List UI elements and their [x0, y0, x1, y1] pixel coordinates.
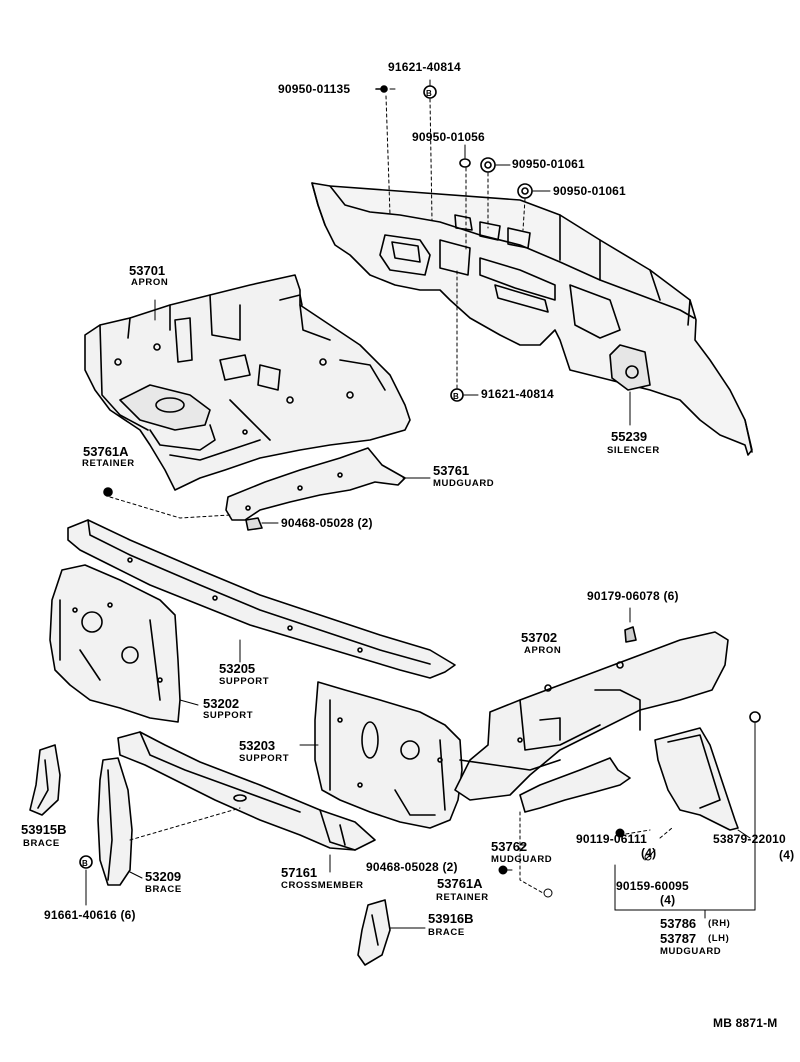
name-53702: APRON: [524, 645, 562, 656]
brace-53209: [97, 757, 133, 886]
mudguard-53762: [519, 757, 631, 813]
name-53701: APRON: [131, 277, 169, 288]
label-90119-06111: 90119-06111: [576, 832, 647, 846]
label-53203: 53203: [239, 738, 276, 753]
label-90950-01061-b: 90950-01061: [553, 184, 626, 198]
label-91661-40616: 91661-40616 (6): [44, 908, 136, 922]
brace-53209-leaders: [85, 807, 241, 906]
label-53915B: 53915B: [21, 822, 67, 837]
name-53915B: BRACE: [23, 838, 60, 849]
side-53787: (LH): [708, 933, 730, 944]
apron-53702: [454, 631, 729, 801]
mid-leaders: [109, 299, 431, 524]
top-fasteners: B B: [375, 85, 533, 402]
svg-text:B: B: [82, 859, 88, 868]
top-leaders: [385, 79, 631, 426]
label-53786: 53786: [660, 916, 697, 931]
label-53787: 53787: [660, 931, 697, 946]
name-5378x: MUDGUARD: [660, 946, 722, 957]
name-53916B: BRACE: [428, 927, 465, 938]
crossmember-57161: [117, 731, 376, 851]
label-90950-01061-a: 90950-01061: [512, 157, 585, 171]
label-90159-60095: 90159-60095: [616, 879, 689, 893]
name-55239: SILENCER: [607, 445, 660, 456]
label-53702: 53702: [521, 630, 558, 645]
name-57161: CROSSMEMBER: [281, 880, 364, 891]
brace-53916B: [357, 899, 391, 966]
label-53761A-top: 53761A: [83, 444, 129, 459]
qty-90159-60095: (4): [660, 893, 676, 907]
label-53762: 53762: [491, 839, 528, 854]
name-53205: SUPPORT: [219, 676, 270, 687]
label-53701: 53701: [129, 263, 166, 278]
label-53879-22010: 53879-22010: [713, 832, 786, 846]
label-90468-05028-top: 90468-05028 (2): [281, 516, 373, 530]
lower-right-leaders: [614, 722, 756, 919]
name-53203: SUPPORT: [239, 753, 290, 764]
right-fasteners: [624, 607, 637, 643]
name-53761: MUDGUARD: [433, 478, 495, 489]
label-53209: 53209: [145, 869, 182, 884]
top-retainers: [103, 487, 263, 531]
side-53786: (RH): [708, 918, 731, 929]
label-55239: 55239: [611, 429, 648, 444]
mudguard-5378x: [654, 711, 761, 831]
svg-text:B: B: [426, 89, 432, 98]
name-53209: BRACE: [145, 884, 182, 895]
label-53202: 53202: [203, 696, 240, 711]
apron-53701: [84, 274, 411, 491]
label-53761: 53761: [433, 463, 470, 478]
label-91621-40814-mid: 91621-40814: [481, 387, 554, 401]
support-53202: [49, 564, 181, 723]
label-53916B: 53916B: [428, 911, 474, 926]
label-53761A-bot: 53761A: [437, 876, 483, 891]
name-53761A-bot: RETAINER: [436, 892, 489, 903]
leader-53202: [179, 699, 199, 706]
bolt-91661: B: [79, 855, 93, 869]
label-90950-01135: 90950-01135: [278, 82, 351, 96]
diagram-code: MB 8871-M: [713, 1016, 778, 1030]
name-53762: MUDGUARD: [491, 854, 553, 865]
label-57161: 57161: [281, 865, 318, 880]
svg-text:B: B: [453, 392, 459, 401]
qty-90119-06111: (4): [641, 846, 657, 860]
dash-silencer-panel: [311, 182, 753, 456]
name-53202: SUPPORT: [203, 710, 254, 721]
name-53761A-top: RETAINER: [82, 458, 135, 469]
label-53205: 53205: [219, 661, 256, 676]
brace-53915B: [29, 744, 61, 816]
support-53203: [314, 681, 463, 829]
label-91621-40814-top: 91621-40814: [388, 60, 461, 74]
label-90468-05028-bot: 90468-05028 (2): [366, 860, 458, 874]
label-90950-01056: 90950-01056: [412, 130, 485, 144]
label-90179-06078: 90179-06078 (6): [587, 589, 679, 603]
mudguard-53761: [225, 447, 406, 521]
mid-right-leaders: [498, 811, 553, 898]
qty-53879-22010: (4): [779, 848, 795, 862]
support-53205: [67, 519, 456, 679]
